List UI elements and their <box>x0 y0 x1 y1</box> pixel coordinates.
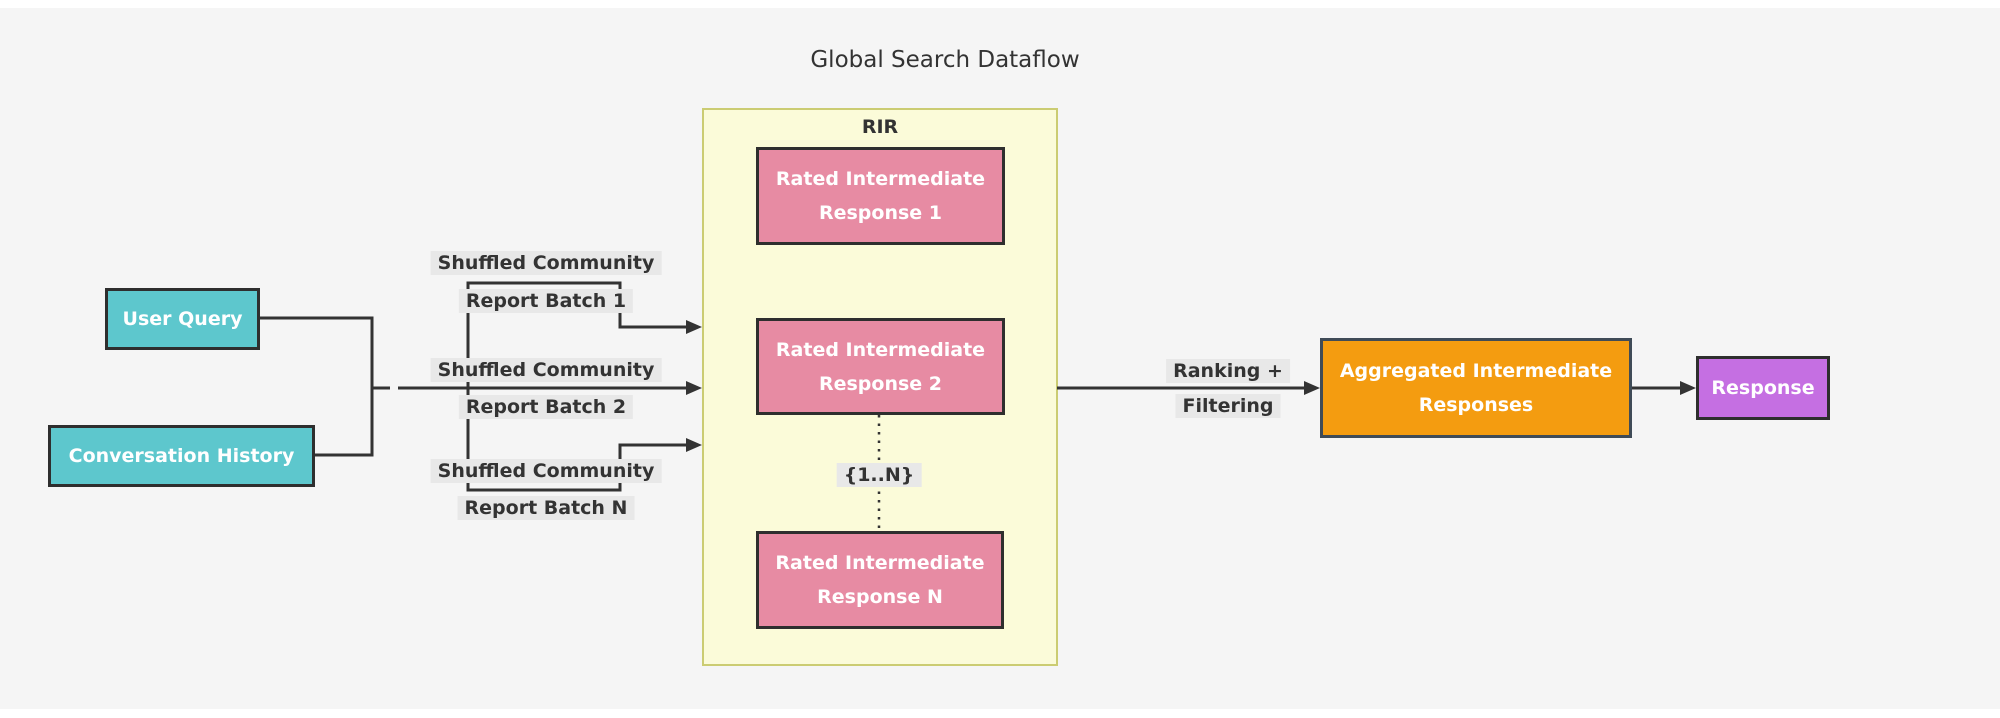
node-response: Response <box>1696 356 1830 420</box>
arrowhead-ranking <box>1304 381 1320 395</box>
node-rir2-line2: Response 2 <box>818 372 943 395</box>
edge-label-batch1-line2: Report Batch 1 <box>458 289 634 313</box>
rir-group-label: RIR <box>861 116 899 138</box>
diagram-title: Global Search Dataflow <box>810 47 1080 73</box>
edge-label-range: {1..N} <box>836 463 922 487</box>
node-rir1-line2: Response 1 <box>818 202 943 224</box>
node-aggregated-intermediate-responses: Aggregated Intermediate Responses <box>1320 338 1632 438</box>
edge-label-batch2-line2: Report Batch 2 <box>458 395 634 419</box>
node-user-query: User Query <box>105 288 260 350</box>
node-rirn-line2: Response N <box>817 586 943 608</box>
edge-label-ranking-line2: Filtering <box>1175 394 1281 418</box>
node-rir2-line1: Rated Intermediate <box>775 338 986 361</box>
arrowhead-batchn <box>686 438 702 452</box>
edge-label-ranking-line1: Ranking + <box>1166 359 1290 383</box>
arrowhead-batch2 <box>686 381 702 395</box>
node-rirn-line1: Rated Intermediate <box>775 552 985 574</box>
edge-label-batchn-line2: Report Batch N <box>457 496 635 520</box>
top-margin <box>0 0 2000 8</box>
node-rated-intermediate-response-1: Rated Intermediate Response 1 <box>756 147 1005 245</box>
node-conversation-history-label: Conversation History <box>68 445 295 467</box>
node-rated-intermediate-response-2: Rated Intermediate Response 2 <box>756 318 1005 415</box>
node-rir1-line1: Rated Intermediate <box>775 168 986 190</box>
node-aggregated-line2: Responses <box>1418 394 1534 416</box>
edge-label-batchn-line1: Shuffled Community <box>430 459 662 483</box>
edge-label-batch1-line1: Shuffled Community <box>430 251 662 275</box>
node-response-label: Response <box>1711 377 1815 399</box>
node-rated-intermediate-response-n: Rated Intermediate Response N <box>756 531 1004 629</box>
edge-label-batch2-line1: Shuffled Community <box>430 358 662 382</box>
bottom-margin <box>0 709 2000 718</box>
node-user-query-label: User Query <box>122 308 243 330</box>
arrowhead-response <box>1680 381 1696 395</box>
arrowhead-batch1 <box>686 320 702 334</box>
node-aggregated-line1: Aggregated Intermediate <box>1339 360 1613 382</box>
node-conversation-history: Conversation History <box>48 425 315 487</box>
